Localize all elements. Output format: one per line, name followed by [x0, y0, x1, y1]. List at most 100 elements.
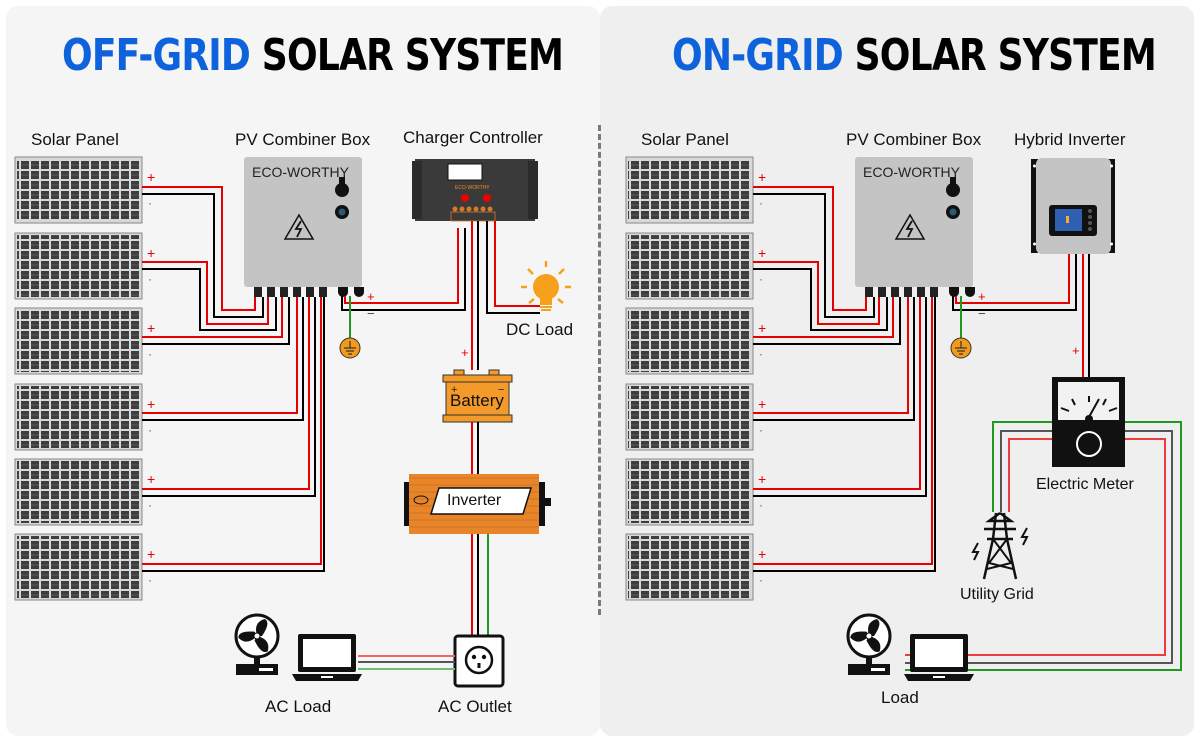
terminal-screw: [480, 206, 486, 212]
solar-panel-icon: [14, 156, 143, 224]
laptop-icon: [292, 634, 362, 681]
negative-sign: ·: [759, 573, 763, 587]
positive-sign: +: [147, 396, 155, 412]
panel-cells: [628, 536, 751, 598]
combiner-brand: ECO-WORTHY: [863, 164, 960, 180]
solar-panel-label: Solar Panel: [31, 130, 119, 149]
negative-sign: ·: [148, 423, 152, 437]
high-voltage-warning-icon: [894, 213, 926, 240]
laptop-screen: [915, 639, 963, 667]
dc-load-label: DC Load: [506, 320, 574, 339]
mc4-connector: [878, 287, 886, 297]
mc4-connector: [904, 287, 912, 297]
lightning-bolt: [971, 542, 980, 561]
laptop-icon: [904, 634, 974, 681]
mc4-connector: [293, 287, 301, 297]
meter-tick: [1060, 407, 1070, 412]
positive-sign: +: [758, 546, 766, 562]
panel-cells: [17, 159, 140, 221]
light-ray: [558, 268, 565, 275]
negative-wire: [753, 297, 915, 421]
laptop-screen: [303, 639, 351, 667]
negative-wire: [142, 297, 316, 497]
positive-sign: +: [367, 289, 375, 304]
fan-blade: [254, 636, 269, 652]
transmission-tower-icon: [971, 511, 1029, 580]
meter-tick: [1071, 398, 1076, 406]
positive-sign: +: [147, 546, 155, 562]
positive-wire: [142, 261, 269, 325]
positive-sign: +: [147, 320, 155, 336]
fan-blade: [256, 619, 268, 636]
positive-sign: +: [1072, 343, 1080, 358]
charge-controller-icon: ECO-WORTHY: [412, 159, 538, 222]
ground-icon: [950, 337, 972, 359]
hybrid-inverter-label: Hybrid Inverter: [1014, 130, 1126, 149]
positive-sign: +: [758, 320, 766, 336]
mc4-connector: [306, 287, 314, 297]
positive-wire: [142, 297, 283, 338]
positive-wire: [142, 186, 256, 311]
title-highlight: ON-GRID: [672, 30, 844, 81]
title-rest: SOLAR SYSTEM: [854, 30, 1157, 81]
mc4-connector: [319, 287, 327, 297]
negative-sign: ·: [759, 347, 763, 361]
light-ray: [527, 268, 534, 275]
positive-wire: [142, 297, 298, 414]
ground-icon: [339, 337, 361, 359]
fan-blade: [868, 619, 880, 636]
meter-needle: [1088, 398, 1100, 418]
light-ray: [557, 298, 564, 304]
title-rest: SOLAR SYSTEM: [261, 30, 564, 81]
negative-wire: [753, 297, 927, 497]
lightning-bolt: [1020, 527, 1029, 546]
negative-sign: ·: [759, 423, 763, 437]
panel-cells: [628, 461, 751, 523]
off-grid-title: OFF-GRID SOLAR SYSTEM: [62, 30, 564, 81]
panel-cells: [628, 235, 751, 297]
combiner-box-label: PV Combiner Box: [235, 130, 371, 149]
negative-sign: −: [978, 306, 986, 321]
terminal-screw: [459, 206, 465, 212]
output-terminal: [949, 287, 959, 297]
mc4-connector: [865, 287, 873, 297]
ground-wire: [905, 421, 1182, 671]
positive-sign: +: [147, 471, 155, 487]
charger-controller-label: Charger Controller: [403, 128, 543, 147]
fan-base: [236, 664, 278, 675]
electric-meter-label: Electric Meter: [1036, 476, 1134, 493]
positive-wire: [955, 254, 1070, 304]
solar-panel-label: Solar Panel: [641, 130, 729, 149]
negative-sign: ·: [148, 196, 152, 210]
positive-wire: [753, 297, 933, 565]
on-grid-title: ON-GRID SOLAR SYSTEM: [672, 30, 1157, 81]
controller-button: [483, 194, 491, 202]
solar-panel-icon: [14, 533, 143, 601]
negative-wire: [142, 193, 264, 318]
hybrid-inverter-button: [1088, 221, 1092, 225]
breaker-stem: [339, 177, 345, 185]
indicator-light: [338, 208, 346, 216]
negative-wire: [753, 297, 936, 572]
controller-brand: ECO-WORTHY: [455, 185, 490, 191]
ground-terminal: [965, 287, 975, 297]
solar-panel-icon: [625, 458, 754, 526]
solar-panel-icon: [625, 156, 754, 224]
ac-outlet-label: AC Outlet: [438, 697, 512, 716]
battery-negative: −: [498, 384, 504, 396]
negative-sign: ·: [148, 573, 152, 587]
negative-wire: [486, 221, 540, 314]
positive-wire: [344, 228, 459, 304]
outlet-icon: [453, 634, 505, 688]
positive-wire: [142, 297, 322, 565]
positive-wire: [753, 297, 894, 338]
mc4-connector: [254, 287, 262, 297]
panel-cells: [17, 310, 140, 372]
negative-sign: ·: [148, 347, 152, 361]
section-divider: [598, 125, 601, 615]
panel-cells: [628, 310, 751, 372]
combiner-brand: ECO-WORTHY: [252, 164, 349, 180]
positive-sign: +: [758, 471, 766, 487]
battery-positive: +: [451, 384, 457, 396]
hybrid-inverter-icon: [1031, 158, 1115, 254]
